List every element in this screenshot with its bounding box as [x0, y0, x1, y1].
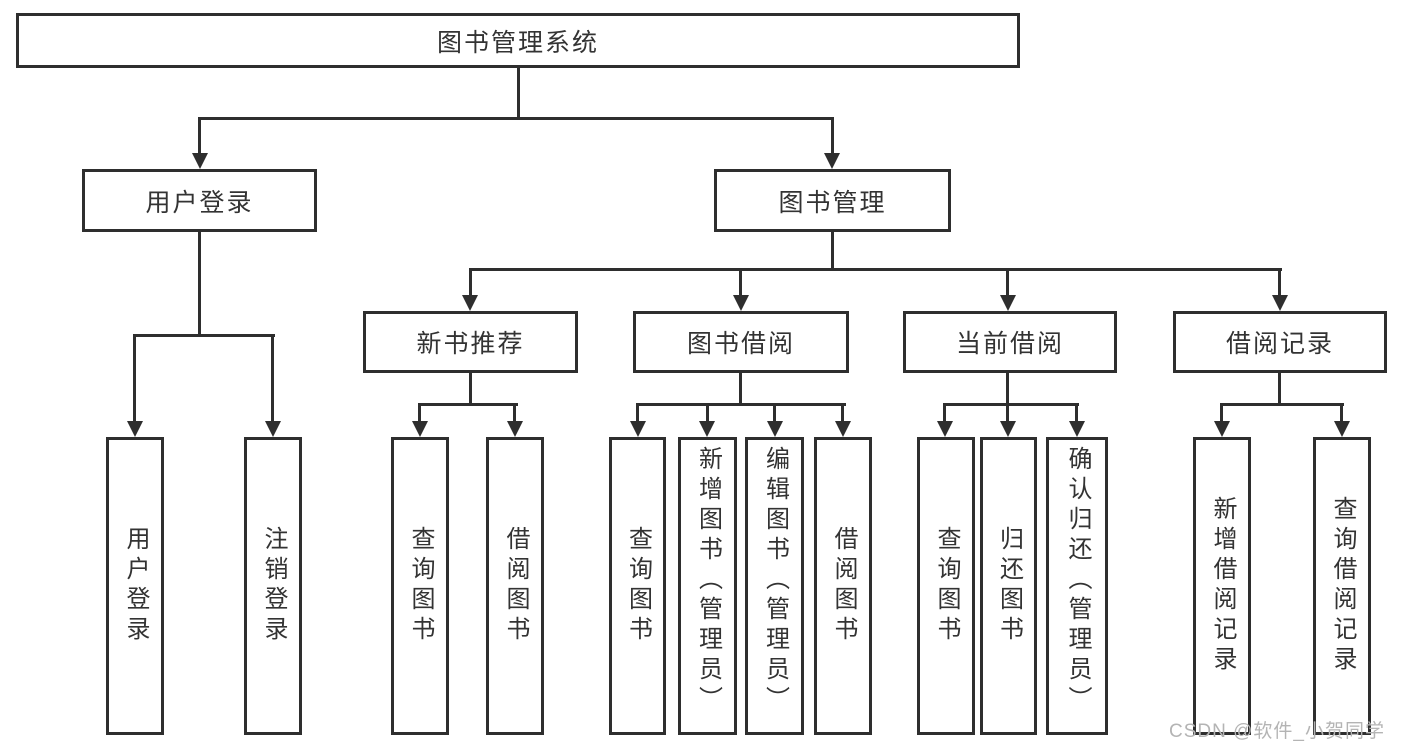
connector-line — [198, 117, 834, 120]
arrowhead-down-icon — [699, 421, 715, 437]
leaf-query-books-recommend-label: 查询图书 — [407, 526, 434, 646]
node-current-borrowing: 当前借阅 — [903, 311, 1117, 373]
arrowhead-down-icon — [1214, 421, 1230, 437]
arrowhead-down-icon — [767, 421, 783, 437]
arrowhead-down-icon — [824, 153, 840, 169]
connector-line — [1006, 268, 1009, 297]
connector-line — [841, 403, 844, 424]
connector-line — [831, 232, 834, 271]
arrowhead-down-icon — [630, 421, 646, 437]
leaf-user-login: 用户登录 — [106, 437, 164, 735]
node-user-login: 用户登录 — [82, 169, 317, 232]
connector-line — [1278, 373, 1281, 405]
leaf-query-borrow-record: 查询借阅记录 — [1313, 437, 1371, 735]
leaf-add-books-admin: 新增图书（管理员） — [678, 437, 737, 735]
connector-line — [739, 268, 742, 297]
connector-line — [418, 403, 421, 424]
arrowhead-down-icon — [1069, 421, 1085, 437]
connector-line — [1006, 403, 1009, 424]
leaf-user-login-label: 用户登录 — [122, 526, 149, 646]
connector-line — [513, 403, 516, 424]
connector-line — [469, 268, 1282, 271]
connector-line — [469, 268, 472, 297]
connector-line — [469, 373, 472, 405]
node-borrowing-records: 借阅记录 — [1173, 311, 1387, 373]
leaf-query-books-current-label: 查询图书 — [933, 526, 960, 646]
arrowhead-down-icon — [1000, 421, 1016, 437]
arrowhead-down-icon — [1272, 295, 1288, 311]
connector-line — [706, 403, 709, 424]
leaf-logout: 注销登录 — [244, 437, 302, 735]
leaf-return-books: 归还图书 — [980, 437, 1037, 735]
connector-line — [418, 403, 518, 406]
leaf-edit-books-admin-label: 编辑图书（管理员） — [761, 446, 789, 716]
connector-line — [636, 403, 639, 424]
watermark-text: CSDN @软件_小贺同学 — [1169, 721, 1385, 742]
leaf-add-books-admin-label: 新增图书（管理员） — [694, 446, 722, 716]
leaf-borrow-books-recommend: 借阅图书 — [486, 437, 544, 735]
leaf-confirm-return-admin: 确认归还（管理员） — [1046, 437, 1108, 735]
connector-line — [1075, 403, 1078, 424]
connector-line — [133, 334, 136, 423]
leaf-add-borrow-record: 新增借阅记录 — [1193, 437, 1251, 735]
leaf-query-books-borrowing-label: 查询图书 — [624, 526, 652, 646]
arrowhead-down-icon — [412, 421, 428, 437]
leaf-add-borrow-record-label: 新增借阅记录 — [1209, 496, 1236, 676]
connector-line — [636, 403, 846, 406]
leaf-borrow-books: 借阅图书 — [814, 437, 872, 735]
connector-line — [1006, 373, 1009, 405]
arrowhead-down-icon — [1000, 295, 1016, 311]
connector-line — [517, 66, 520, 119]
arrowhead-down-icon — [265, 421, 281, 437]
arrowhead-down-icon — [835, 421, 851, 437]
leaf-logout-label: 注销登录 — [260, 526, 287, 646]
leaf-query-books-borrowing: 查询图书 — [609, 437, 666, 735]
arrowhead-down-icon — [733, 295, 749, 311]
arrowhead-down-icon — [507, 421, 523, 437]
arrowhead-down-icon — [937, 421, 953, 437]
connector-line — [831, 117, 834, 157]
connector-line — [198, 117, 201, 157]
arrowhead-down-icon — [1334, 421, 1350, 437]
connector-line — [943, 403, 946, 424]
connector-line — [271, 334, 274, 423]
leaf-borrow-books-label: 借阅图书 — [830, 526, 857, 646]
leaf-query-books-recommend: 查询图书 — [391, 437, 449, 735]
connector-line — [1340, 403, 1343, 424]
leaf-query-borrow-record-label: 查询借阅记录 — [1329, 496, 1356, 676]
connector-line — [1220, 403, 1223, 424]
connector-line — [198, 232, 201, 336]
arrowhead-down-icon — [192, 153, 208, 169]
connector-line — [133, 334, 275, 337]
arrowhead-down-icon — [127, 421, 143, 437]
leaf-return-books-label: 归还图书 — [995, 526, 1023, 646]
node-book-management: 图书管理 — [714, 169, 951, 232]
connector-line — [773, 403, 776, 424]
leaf-borrow-books-recommend-label: 借阅图书 — [502, 526, 529, 646]
connector-line — [1278, 268, 1281, 297]
node-root: 图书管理系统 — [16, 13, 1020, 68]
node-new-book-recommend: 新书推荐 — [363, 311, 578, 373]
connector-line — [739, 373, 742, 405]
node-book-borrowing: 图书借阅 — [633, 311, 849, 373]
leaf-query-books-current: 查询图书 — [917, 437, 975, 735]
arrowhead-down-icon — [462, 295, 478, 311]
connector-line — [943, 403, 1079, 406]
leaf-edit-books-admin: 编辑图书（管理员） — [745, 437, 804, 735]
connector-line — [1220, 403, 1344, 406]
leaf-confirm-return-admin-label: 确认归还（管理员） — [1064, 446, 1091, 716]
